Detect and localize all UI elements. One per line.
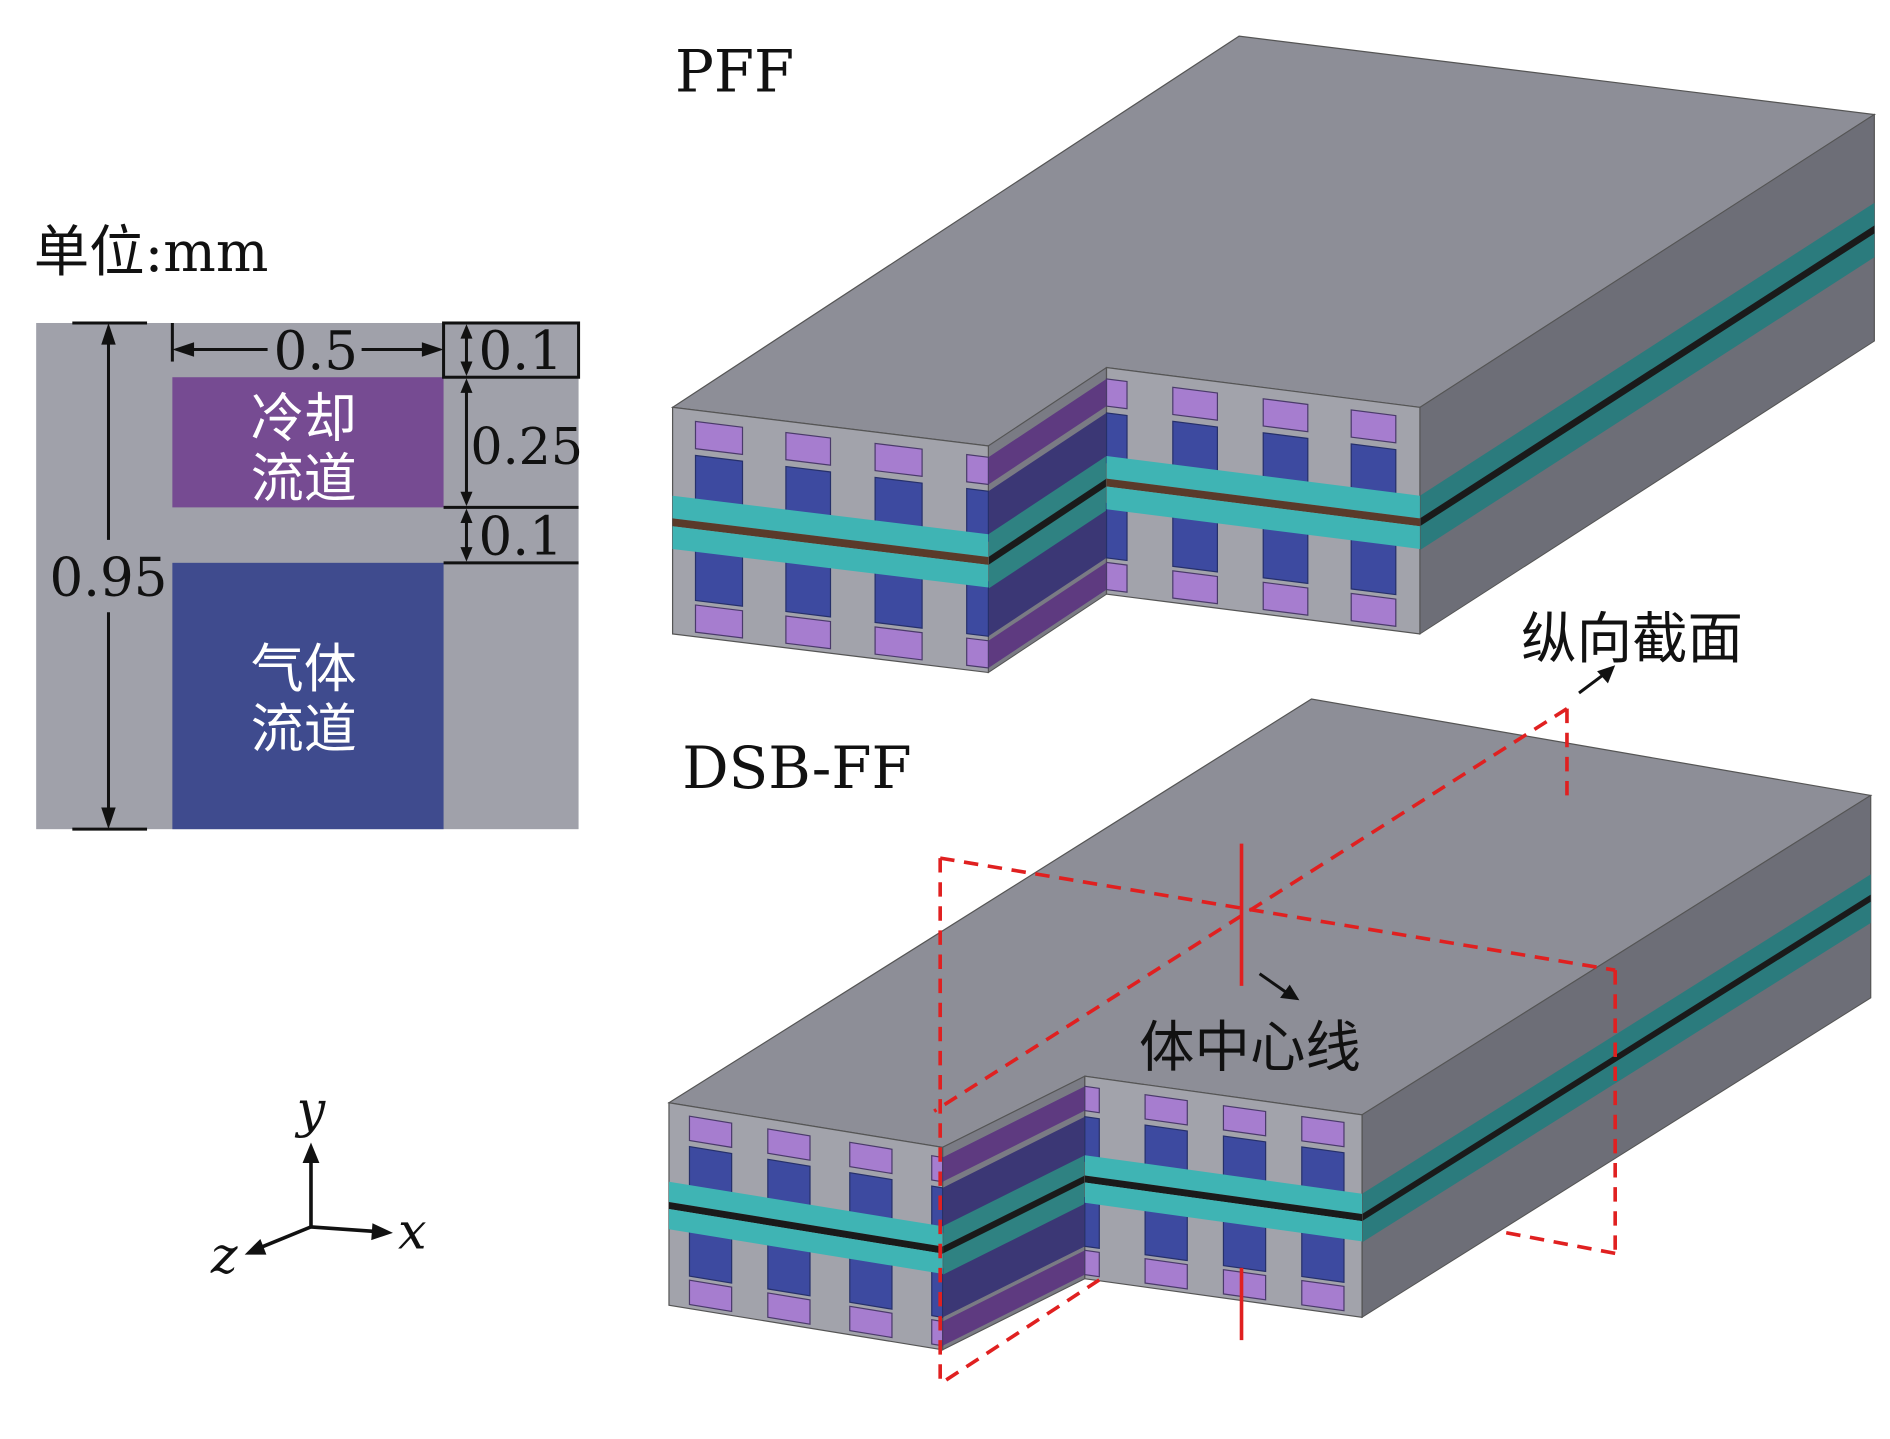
cooling-channel-bottom — [874, 626, 923, 661]
cooling-channel-bottom — [1105, 561, 1128, 593]
gas-channel-bottom — [1084, 1197, 1100, 1250]
cooling-channel-bottom — [1084, 1249, 1100, 1278]
cooling-channel-bottom — [1301, 1279, 1345, 1312]
dimension-arrowheads — [101, 322, 473, 830]
y-axis-arrow-icon — [302, 1142, 320, 1164]
cooling-channel-top — [1105, 378, 1128, 410]
cooling-channel-side — [988, 378, 1107, 485]
front-left-face — [668, 1102, 944, 1351]
cooling-channel-bottom — [1262, 581, 1309, 616]
cooling-channel — [172, 377, 444, 508]
membrane-side — [988, 478, 1107, 565]
section-arrow-icon — [1597, 665, 1616, 684]
y-axis-label: y — [295, 1080, 327, 1139]
gas-channel-bottom — [1105, 502, 1128, 562]
cooling-channel-side-bottom — [988, 562, 1107, 668]
membrane — [672, 518, 989, 565]
section-planes — [933, 707, 1617, 1382]
gdl-top — [1084, 1155, 1363, 1215]
gdl-bottom — [1106, 486, 1420, 549]
gdl-bottom — [672, 526, 989, 588]
gas-channel-bottom — [966, 578, 989, 637]
cooling-channel-top — [966, 453, 989, 486]
z-axis-label: z — [210, 1226, 238, 1285]
cooling-channel-bottom — [966, 637, 989, 669]
cooling-channel-label-2: 流道 — [251, 448, 357, 510]
cooling-channel-bottom — [1144, 1258, 1188, 1290]
cooling-channel-top — [1222, 1104, 1267, 1137]
cooling-channel-bottom — [1172, 570, 1219, 605]
annotation-arrows — [1258, 673, 1605, 995]
membrane — [1084, 1175, 1363, 1222]
longitudinal-section-label: 纵向截面 — [1521, 608, 1743, 672]
cooling-channel-top — [1350, 409, 1397, 444]
coordinate-axes: y x z — [210, 1080, 427, 1285]
dim-width-label: 0.5 — [274, 320, 358, 382]
cooling-channel-top — [1262, 398, 1309, 433]
cooling-channel-bottom — [1222, 1268, 1267, 1301]
dim-cooling-height-label: 0.25 — [470, 417, 583, 476]
centerline-arrow-icon — [1280, 984, 1300, 1001]
cooling-channel-bottom — [767, 1292, 811, 1325]
cooling-channel-side — [942, 1086, 1085, 1182]
cooling-channel-label-1: 冷却 — [251, 387, 357, 449]
dim-mid-rib-label: 0.1 — [479, 505, 563, 567]
cooling-channel-bottom — [785, 615, 832, 650]
z-axis-arrow-icon — [244, 1238, 267, 1255]
cooling-channel-top — [688, 1115, 733, 1149]
dim-top-rib-label: 0.1 — [479, 320, 563, 382]
gdl-top — [672, 495, 989, 557]
front-right-face — [1084, 1075, 1363, 1318]
transverse-section-outline — [938, 856, 1617, 1380]
gdl-bottom — [1084, 1182, 1363, 1242]
right-side-face — [1419, 113, 1875, 635]
gas-channel — [172, 562, 444, 830]
dsb-ff-title: DSB-FF — [682, 734, 911, 802]
dimension-lines — [72, 321, 581, 831]
dim-total-height-label: 0.95 — [49, 546, 167, 608]
x-axis-arrow-icon — [371, 1223, 393, 1241]
cooling-channel-top — [1301, 1115, 1345, 1148]
membrane-right — [1362, 894, 1871, 1222]
cooling-channel-bottom — [688, 1279, 733, 1313]
x-axis-label: x — [398, 1202, 427, 1261]
pff-title: PFF — [675, 38, 794, 106]
cooling-channel-bottom — [849, 1305, 893, 1339]
cooling-channel-top — [849, 1141, 893, 1175]
gas-channel-label-1: 气体 — [251, 638, 357, 700]
membrane-right — [1419, 225, 1875, 527]
notch-side-face — [987, 366, 1108, 674]
membrane — [1106, 478, 1420, 527]
front-left-face — [671, 406, 989, 674]
cooling-channel-side-bottom — [942, 1250, 1085, 1346]
membrane-side — [942, 1175, 1085, 1254]
pff-model — [670, 35, 1877, 674]
unit-label: 单位:mm — [34, 221, 269, 285]
front-right-face — [1105, 366, 1421, 635]
cross-section-panel: 单位:mm 冷却 流道 气体 流道 0.5 0.1 0.25 0.1 — [34, 221, 583, 831]
cooling-channel-top — [694, 420, 744, 456]
gas-channel-label-2: 流道 — [251, 698, 357, 760]
cooling-channel-top — [874, 442, 923, 478]
cooling-channel-top — [785, 431, 832, 466]
gdl-top — [668, 1181, 943, 1247]
gdl-bottom — [668, 1209, 943, 1274]
notch-side-face — [941, 1075, 1086, 1351]
cooling-channel-top — [767, 1128, 811, 1161]
cooling-channel-top — [1084, 1085, 1100, 1114]
cooling-channel-top — [1172, 386, 1219, 421]
cooling-channel-bottom — [694, 604, 744, 639]
body-centerline-label: 体中心线 — [1139, 1017, 1361, 1081]
membrane — [668, 1201, 943, 1254]
cooling-channel-bottom — [1350, 592, 1397, 628]
dsb-ff-model — [667, 698, 1873, 1351]
gdl-top — [1106, 455, 1420, 519]
cooling-channel-top — [1144, 1094, 1188, 1126]
